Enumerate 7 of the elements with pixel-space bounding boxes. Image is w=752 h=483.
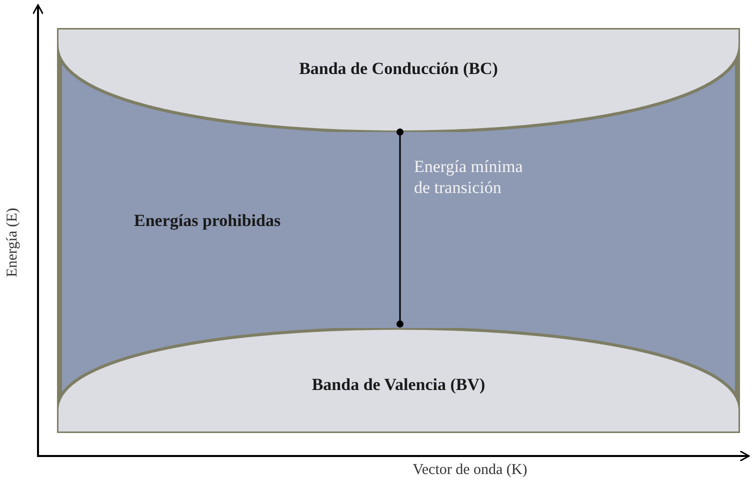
band-label: Banda de Valencia (BV) (310, 374, 486, 395)
band-label: Banda de Conducción (BC) (298, 58, 499, 79)
axis-label: Vector de onda (K) (412, 461, 528, 480)
gap-label: Energía mínima de transición (414, 156, 524, 198)
region-label: Energías prohibidas (134, 210, 281, 231)
forbidden-gap-panel (57, 28, 740, 433)
axis-label: Energía (E) (4, 206, 22, 280)
